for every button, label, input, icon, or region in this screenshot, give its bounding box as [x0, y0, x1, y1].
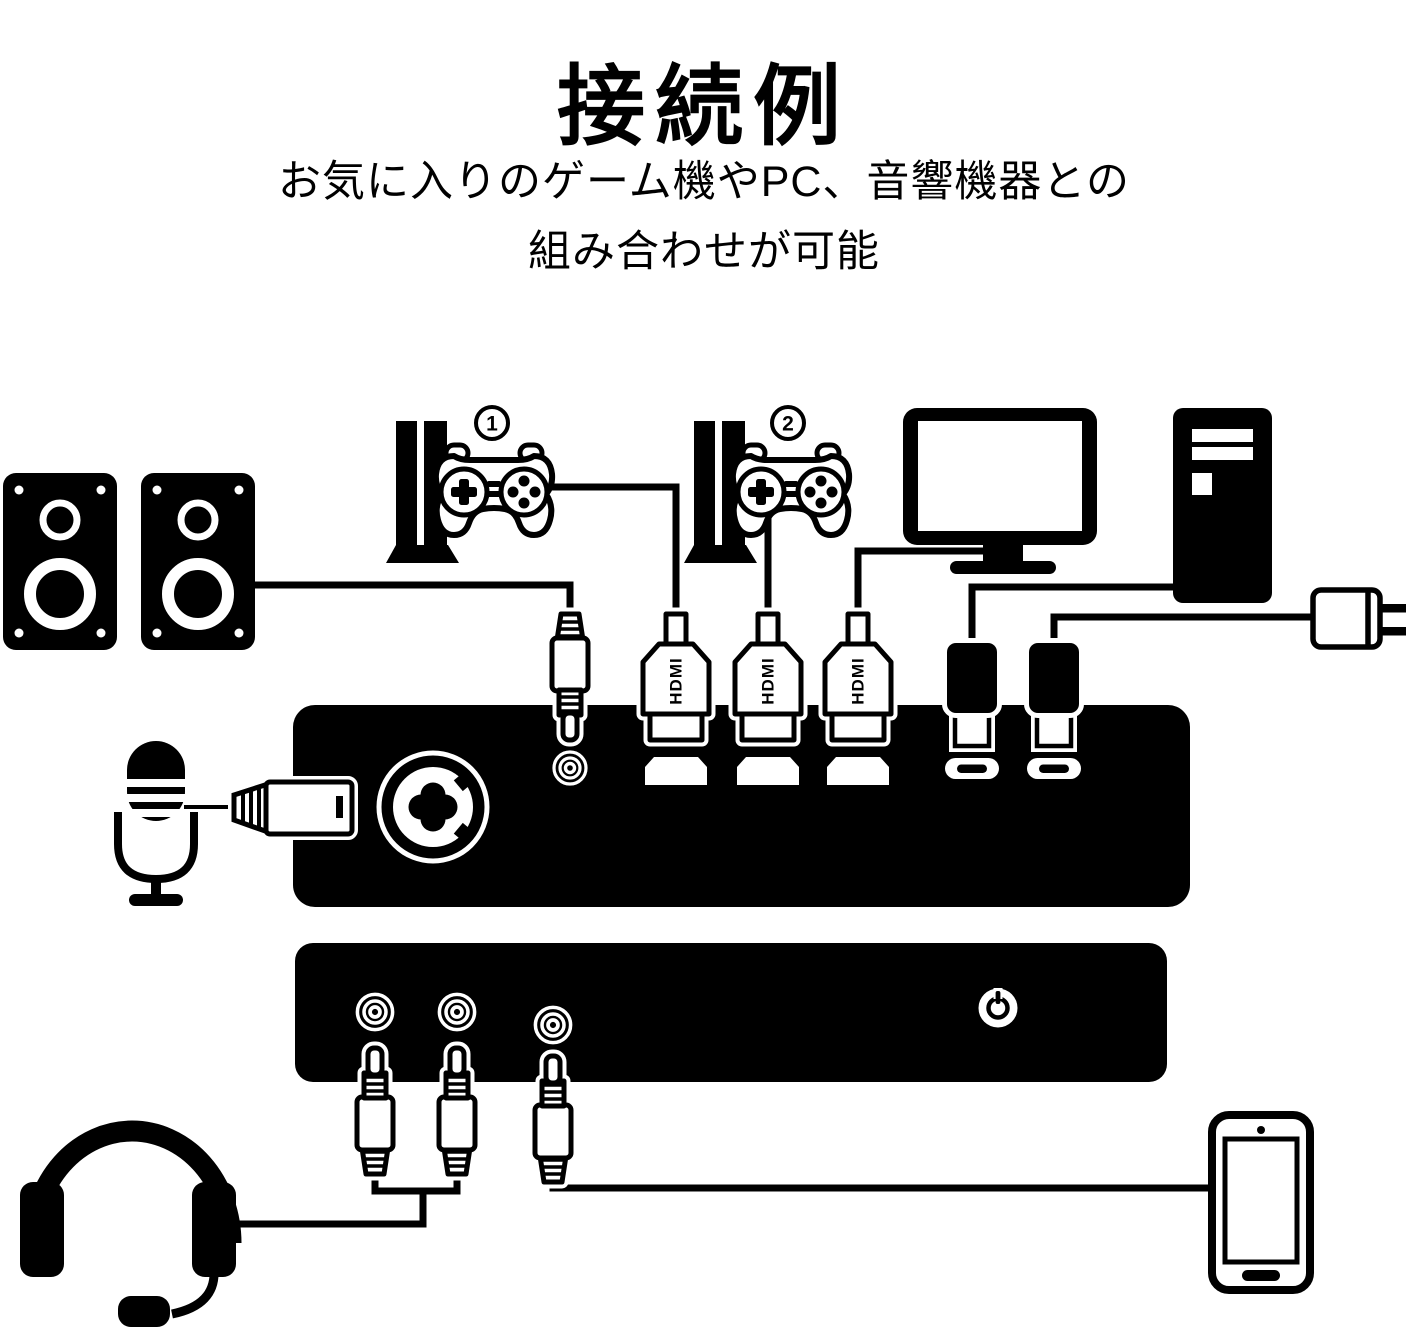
power-button-icon [978, 988, 1018, 1028]
aux-plug-mic-icon [439, 1048, 475, 1174]
headset-cable [236, 1191, 427, 1228]
speaker-cable [255, 581, 574, 614]
gamepad-1-icon [436, 445, 552, 535]
power-plug-icon [1310, 587, 1406, 650]
usb-plug-1-icon [947, 643, 997, 746]
hdmi-port-2-icon [737, 757, 799, 785]
smartphone-cable [549, 1180, 1212, 1192]
monitor-icon [903, 408, 1097, 574]
subtitle-line-2: 組み合わせが可能 [528, 227, 880, 276]
gamepad-2-icon [733, 445, 849, 535]
hdmi-port-3-icon [827, 757, 889, 785]
combo-jack-icon [376, 750, 490, 864]
aux-plug-headphone-icon [357, 1048, 393, 1174]
headset-icon [20, 1120, 242, 1327]
pc-usb-cable [968, 583, 1173, 646]
hdmi-plug-1-label: HDMI [667, 657, 686, 704]
usb-port-1-icon [945, 758, 999, 779]
page-title: 接続例 [556, 56, 851, 156]
console-2-badge-label: 2 [782, 413, 794, 436]
speaker-left-icon [3, 473, 117, 650]
aux-plug-smartphone-icon [535, 1056, 571, 1182]
smartphone-icon [1208, 1111, 1314, 1294]
power-usb-cable [1050, 613, 1313, 646]
pc-tower-icon [1173, 408, 1272, 603]
console-1-badge-label: 1 [486, 413, 498, 436]
headset-y-cable [371, 1172, 461, 1195]
hdmi-plug-3-label: HDMI [849, 657, 868, 704]
mixer-rear-panel [293, 705, 1190, 907]
console-1-badge: 1 [474, 405, 510, 441]
usb-plug-2-icon [1029, 643, 1079, 746]
console1-hdmi-cable [550, 483, 680, 617]
xlr-connector-icon [228, 776, 358, 840]
monitor-hdmi-cable [854, 547, 985, 617]
page-subtitle: お気に入りのゲーム機やPC、音響機器との 組み合わせが可能 [0, 148, 1408, 287]
speaker-right-icon [141, 473, 255, 650]
console-2-badge: 2 [770, 405, 806, 441]
hdmi-plug-2-label: HDMI [759, 657, 778, 704]
usb-port-2-icon [1027, 758, 1081, 779]
subtitle-line-1: お気に入りのゲーム機やPC、音響機器との [277, 158, 1130, 206]
hdmi-port-1-icon [645, 757, 707, 785]
microphone-icon [114, 741, 198, 906]
mixer-front-panel [295, 943, 1167, 1082]
aux-plug-top-icon [552, 614, 588, 740]
